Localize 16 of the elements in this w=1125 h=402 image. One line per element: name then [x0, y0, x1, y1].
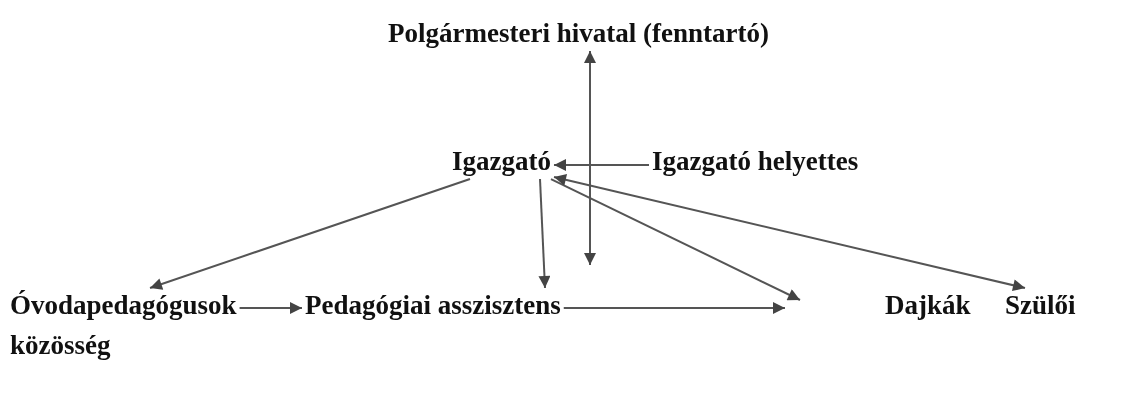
arrow [538, 178, 551, 289]
arrow [550, 178, 801, 301]
arrow [553, 159, 650, 171]
arrow [562, 302, 786, 314]
node-label: Igazgató helyettes [652, 146, 859, 178]
node-label: Dajkák [885, 290, 971, 322]
text-label: közösség [10, 330, 111, 362]
arrow [584, 50, 596, 266]
arrow [553, 173, 1026, 292]
arrow [149, 178, 471, 290]
node-label: Szülői [1005, 290, 1076, 322]
node-label: Polgármesteri hivatal (fenntartó) [388, 18, 769, 50]
arrow [238, 302, 303, 314]
node-label: Óvodapedagógusok [10, 290, 237, 322]
node-label: Igazgató [452, 146, 551, 178]
node-label: Pedagógiai asszisztens [305, 290, 561, 322]
